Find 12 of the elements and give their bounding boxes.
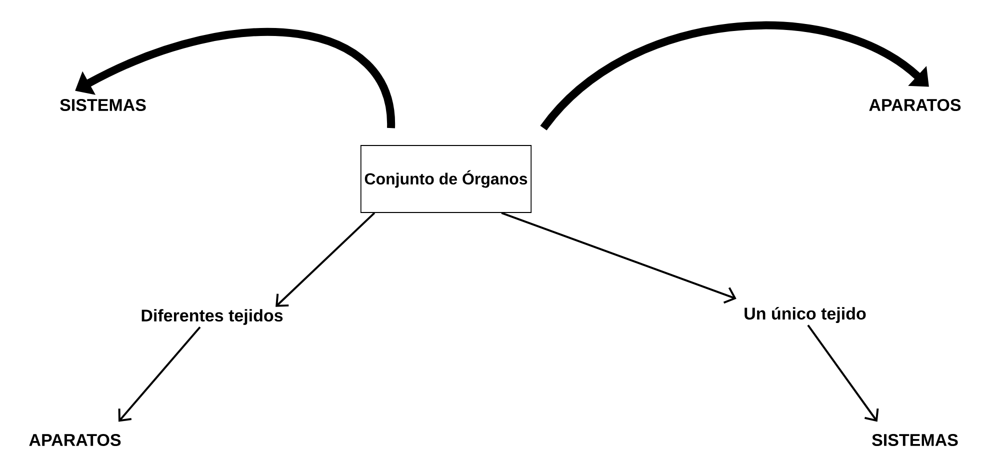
- arrow: [276, 212, 376, 307]
- arrow: [807, 324, 879, 422]
- arrow: [118, 326, 201, 422]
- concept-label: Diferentes tejidos: [142, 309, 283, 325]
- concept-label: SISTEMAS: [60, 98, 146, 112]
- concept-label: APARATOS: [869, 98, 961, 112]
- concept-label: Un único tejido: [744, 307, 866, 323]
- curved-arrow: [540, 21, 929, 131]
- concept-box: Conjunto de Órganos: [360, 145, 532, 213]
- concept-label: SISTEMAS: [872, 434, 958, 446]
- arrow: [501, 212, 736, 304]
- concept-label: APARATOS: [29, 434, 121, 446]
